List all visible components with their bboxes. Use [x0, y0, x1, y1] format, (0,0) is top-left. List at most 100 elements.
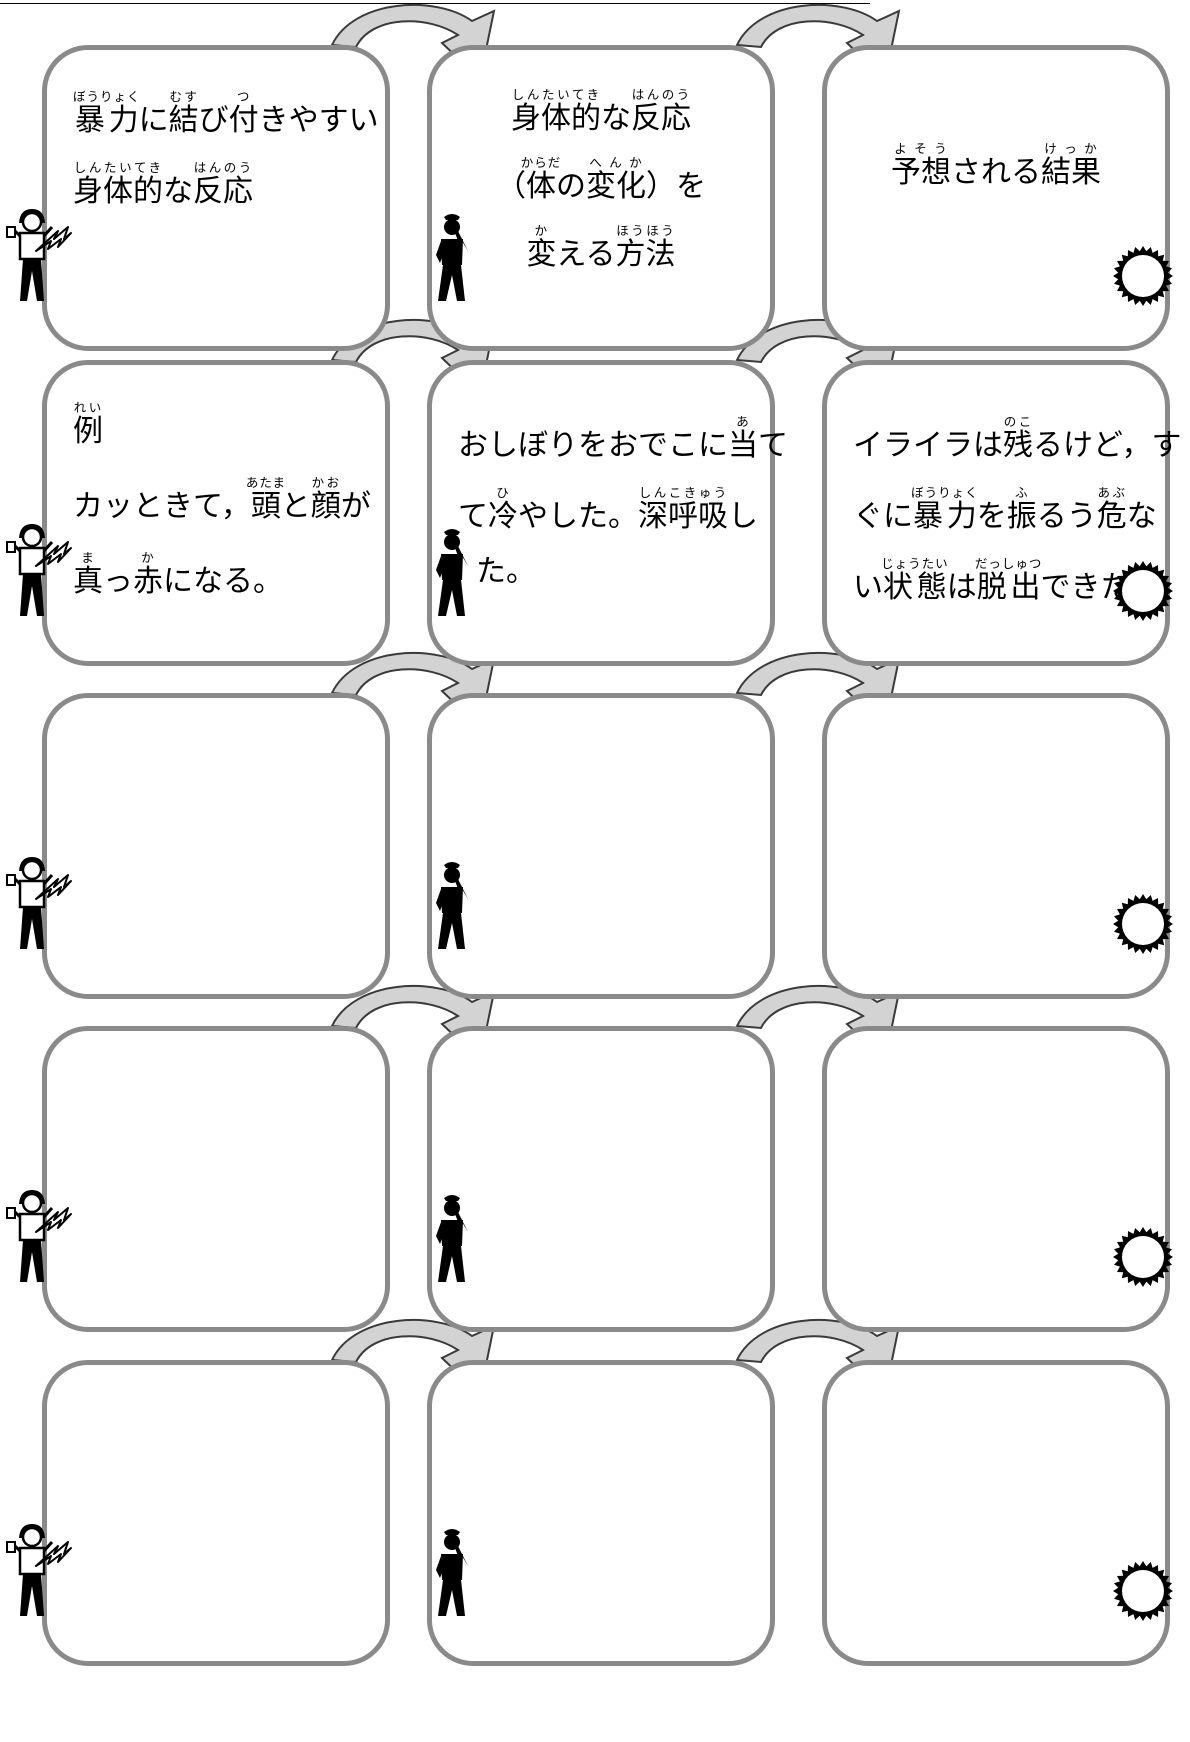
ruby-reading: けっか — [1041, 141, 1101, 156]
ruby-reading: じょうたい — [881, 556, 949, 571]
text-run: になる。 — [163, 564, 283, 599]
ruby-reading: のこ — [1003, 414, 1033, 429]
angry-person-icon — [6, 1190, 72, 1282]
text-run: の — [555, 169, 586, 204]
ruby-reading: しんこきゅう — [638, 485, 728, 500]
box-example-reaction: 例れいカッときて，頭あたまと顔かおが真まっ赤かになる。 — [42, 360, 390, 666]
ruby-word: 赤か — [133, 550, 163, 599]
ruby-base: 付 — [228, 103, 259, 138]
ruby-base: 状態 — [881, 570, 949, 605]
ruby-base: 反応 — [631, 101, 691, 136]
blank-box-r4-c1[interactable] — [42, 1026, 390, 1332]
ruby-reading: あぶ — [1096, 485, 1127, 500]
ruby-reading: か — [526, 223, 557, 238]
ruby-reading: あたま — [245, 475, 286, 490]
blank-box-r5-c1[interactable] — [42, 1360, 390, 1666]
text-run: が — [340, 489, 371, 524]
blank-box-r3-c2[interactable] — [427, 693, 775, 999]
text-line: 真まっ赤かになる。 — [73, 550, 283, 599]
ruby-base: 当 — [728, 428, 758, 463]
angry-person-icon — [6, 857, 72, 949]
ruby-word: 危あぶ — [1097, 485, 1127, 534]
ruby-word: 予想よそう — [891, 141, 951, 190]
ruby-base: 頭 — [245, 489, 286, 524]
sun-icon — [1113, 894, 1173, 954]
ruby-reading: しんたいてき — [73, 160, 163, 175]
text-line: た。 — [476, 557, 536, 587]
text-run: される — [951, 155, 1041, 190]
ruby-word: 方法ほうほう — [615, 223, 676, 272]
text-run: （ — [495, 169, 526, 204]
text-run: た。 — [476, 554, 536, 589]
text-line: イライラは残のこるけど，す — [853, 414, 1182, 463]
ruby-base: 暴力 — [911, 499, 979, 534]
ruby-word: 身体的しんたいてき — [511, 87, 601, 136]
ruby-reading: れい — [73, 400, 103, 415]
text-run: な — [1126, 499, 1157, 534]
ruby-reading: へんか — [585, 155, 646, 170]
blank-box-r3-c3[interactable] — [822, 693, 1170, 999]
text-run: るう — [1036, 499, 1097, 534]
ruby-word: 付つ — [228, 89, 259, 138]
ruby-word: 結むす — [169, 89, 199, 138]
text-line: 例れい — [73, 400, 103, 449]
ruby-word: 変化へんか — [586, 155, 646, 204]
ruby-reading: はんのう — [631, 87, 691, 102]
thinking-person-icon — [436, 1529, 468, 1616]
ruby-base: 身体的 — [73, 174, 163, 209]
ruby-word: 残のこ — [1003, 414, 1033, 463]
blank-box-r5-c3[interactable] — [822, 1360, 1170, 1666]
sun-icon — [1113, 561, 1173, 621]
ruby-word: 冷ひ — [488, 485, 518, 534]
text-line: （体からだの変化へんか）を — [432, 155, 770, 204]
text-run: を — [976, 499, 1007, 534]
text-run: し — [728, 499, 758, 534]
angry-person-icon — [6, 209, 72, 301]
ruby-word: 脱出だっしゅつ — [974, 556, 1043, 605]
text-run: っ — [103, 564, 133, 599]
ruby-base: 体 — [520, 169, 562, 204]
ruby-word: 結果けっか — [1041, 141, 1101, 190]
text-run: な — [601, 101, 631, 136]
ruby-reading: ふ — [1006, 485, 1037, 500]
text-run: きやすい — [258, 103, 379, 138]
ruby-base: 暴力 — [73, 103, 141, 138]
sun-icon — [1113, 1561, 1173, 1621]
ruby-base: 残 — [1003, 428, 1033, 463]
ruby-word: 当あ — [728, 414, 758, 463]
ruby-word: 体からだ — [521, 155, 562, 204]
blank-box-r3-c1[interactable] — [42, 693, 390, 999]
ruby-base: 反応 — [193, 174, 253, 209]
ruby-base: 深呼吸 — [638, 499, 728, 534]
blank-box-r4-c3[interactable] — [822, 1026, 1170, 1332]
ruby-reading: しんたいてき — [511, 87, 601, 102]
ruby-base: 変 — [526, 237, 557, 272]
ruby-reading: ひ — [488, 485, 518, 500]
text-line: 身体的しんたいてきな反応はんのう — [73, 160, 253, 209]
text-run: に — [138, 103, 169, 138]
text-run: おしぼりをおでこに — [458, 428, 728, 463]
blank-box-r4-c2[interactable] — [427, 1026, 775, 1332]
text-line: 暴力ぼうりょくに結むすび付つきやすい — [73, 89, 379, 138]
ruby-base: 振 — [1006, 499, 1037, 534]
ruby-reading: かお — [310, 475, 341, 490]
ruby-base: 方法 — [615, 237, 676, 272]
ruby-reading: ま — [73, 550, 103, 565]
ruby-word: 例れい — [73, 400, 103, 449]
ruby-base: 赤 — [133, 564, 163, 599]
text-line: て冷ひやした。深呼吸しんこきゅうし — [458, 485, 758, 534]
ruby-reading: むす — [168, 89, 199, 104]
ruby-base: 脱出 — [974, 570, 1043, 605]
ruby-reading: ぼうりょく — [911, 485, 979, 500]
blank-box-r5-c2[interactable] — [427, 1360, 775, 1666]
box-violent-reactions: 暴力ぼうりょくに結むすび付つきやすい身体的しんたいてきな反応はんのう — [42, 45, 390, 351]
text-run: ）を — [645, 169, 706, 204]
angry-person-icon — [6, 524, 72, 616]
ruby-word: 顔かお — [311, 475, 341, 524]
text-run: い — [853, 570, 883, 605]
ruby-word: 状態じょうたい — [881, 556, 949, 605]
text-line: 身体的しんたいてきな反応はんのう — [432, 87, 770, 136]
ruby-word: 深呼吸しんこきゅう — [638, 485, 728, 534]
text-run: やした。 — [518, 499, 638, 534]
ruby-reading: からだ — [520, 155, 562, 170]
